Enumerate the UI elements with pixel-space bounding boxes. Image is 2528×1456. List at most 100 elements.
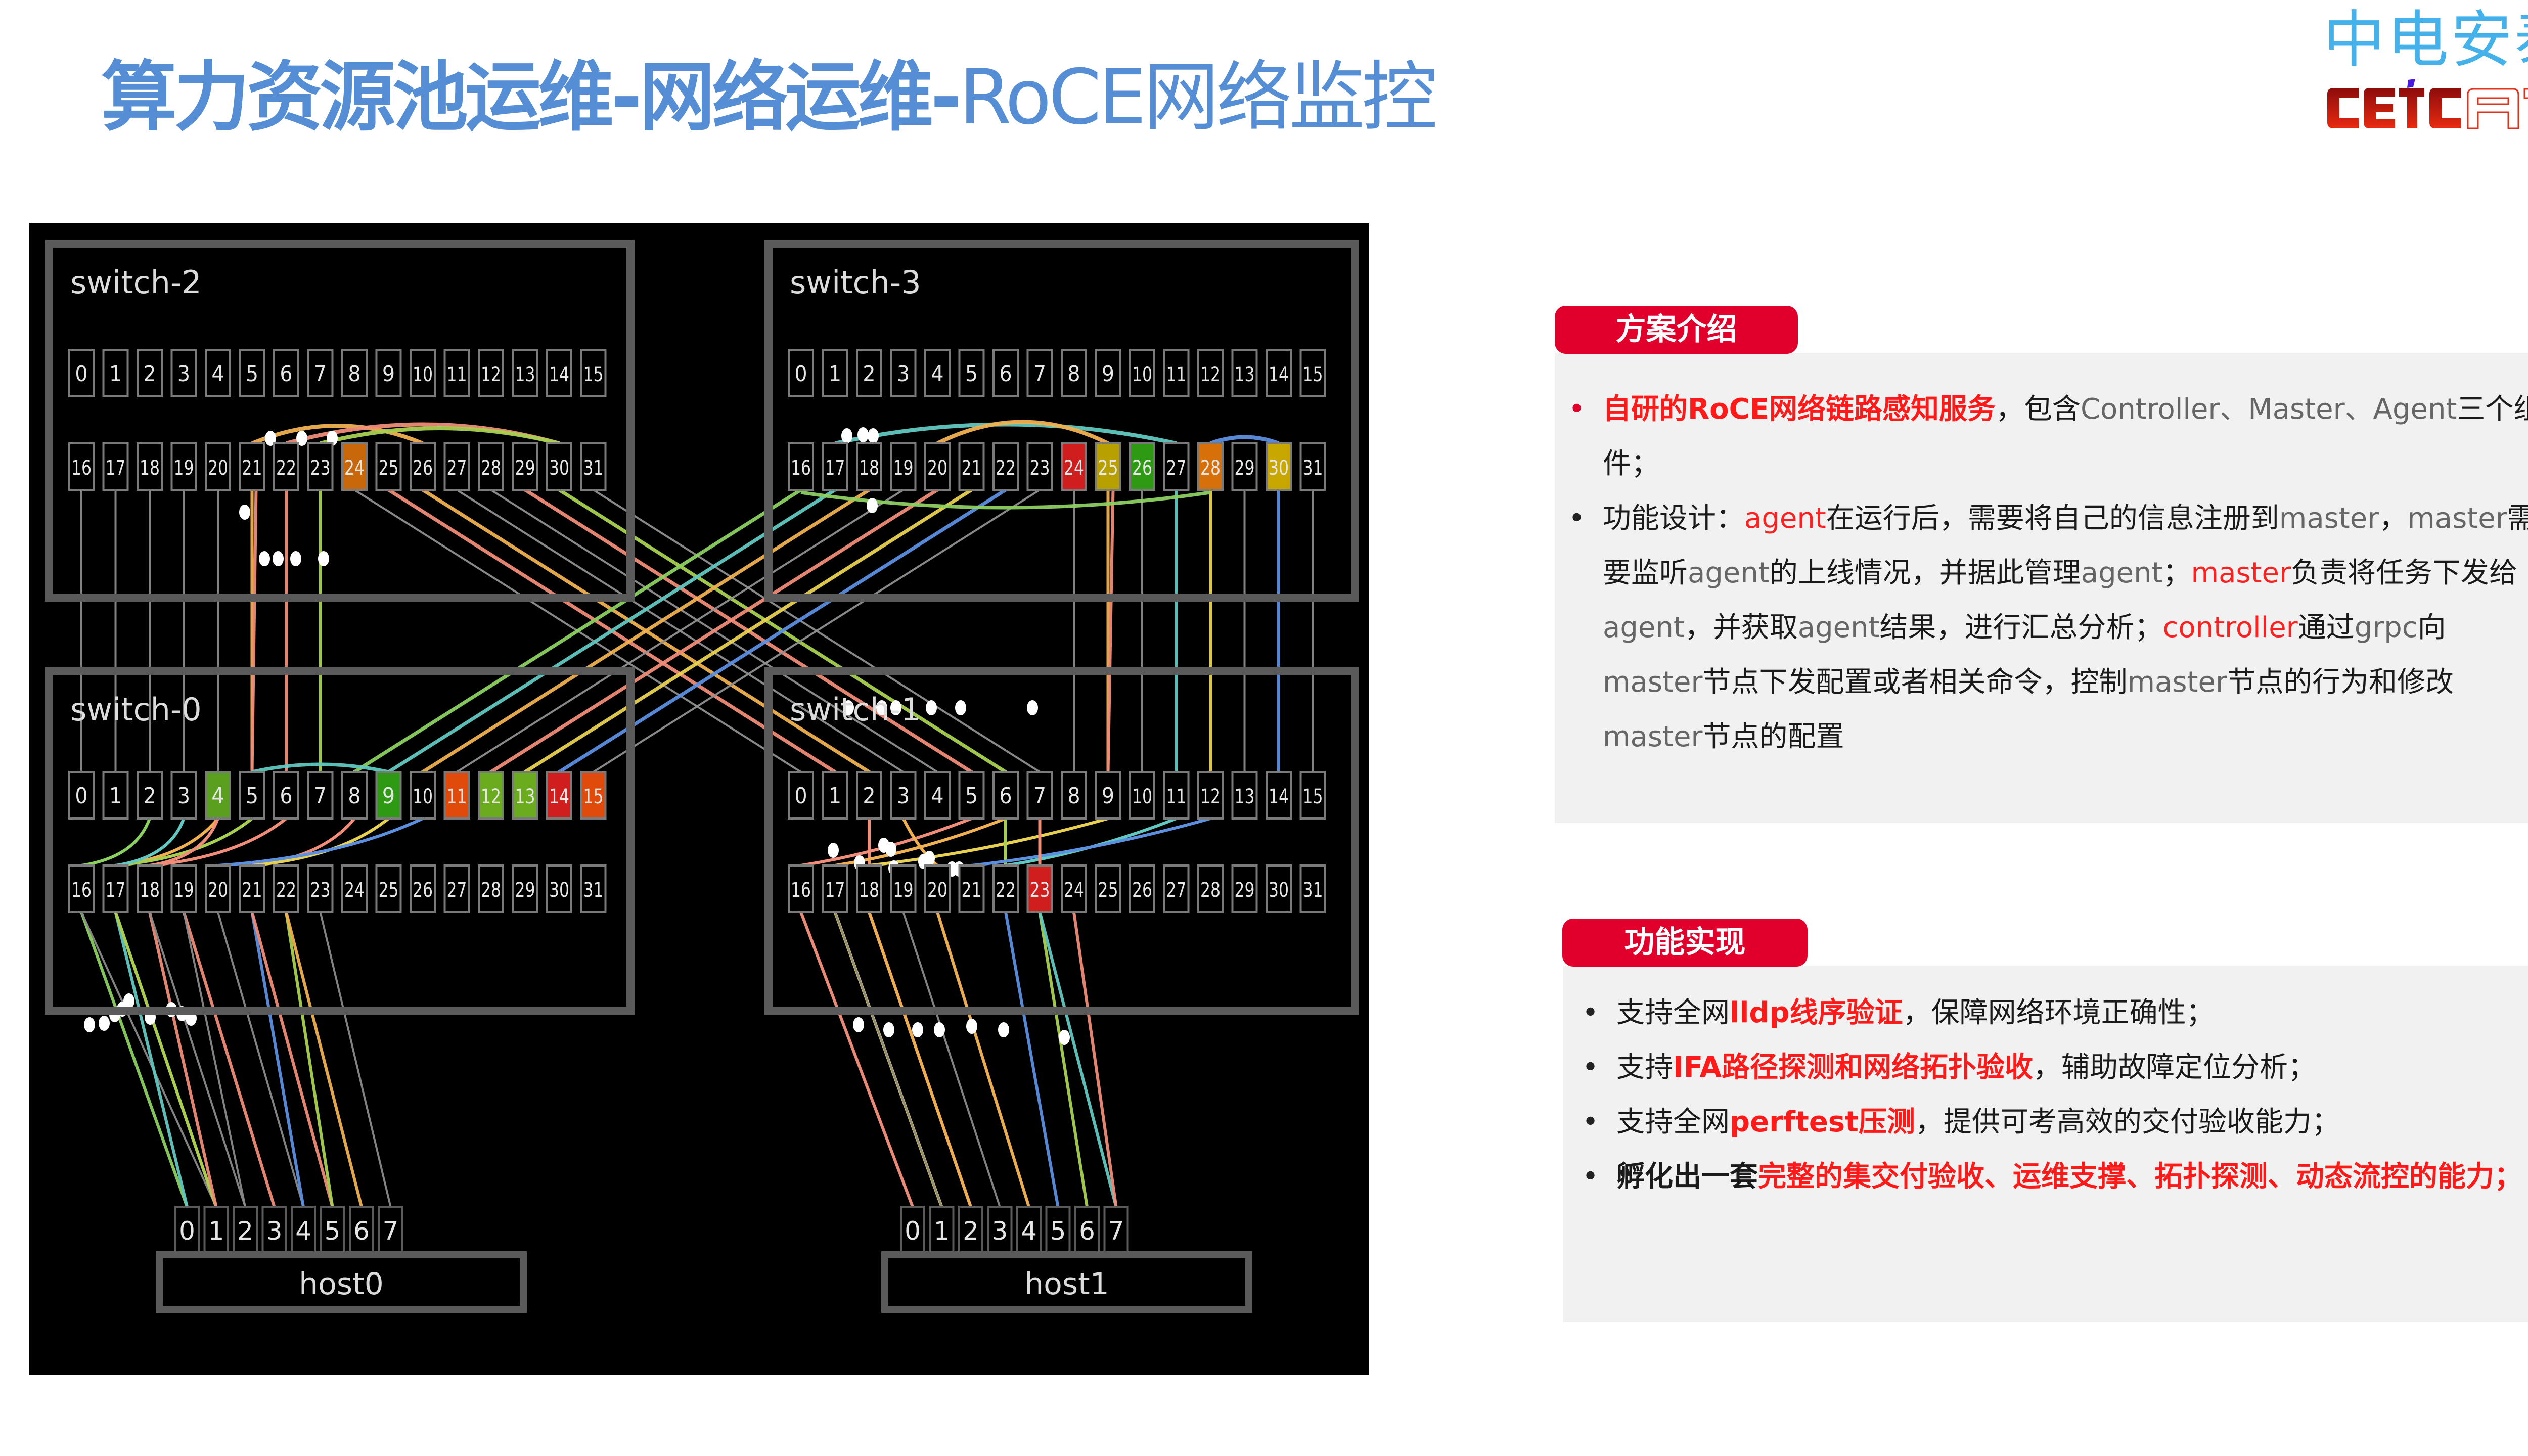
port-label: 27 [447, 879, 467, 902]
switch-port: 18 [137, 442, 163, 491]
port-label: 26 [1132, 457, 1152, 480]
port-box [341, 442, 368, 491]
switch-port: 29 [512, 864, 538, 913]
port-label: 8 [348, 361, 360, 387]
link-marker [885, 842, 896, 857]
host-link [1038, 911, 1118, 1208]
port-label: 9 [1102, 783, 1114, 809]
switch-port: 3 [890, 349, 917, 397]
switch-port: 4 [924, 349, 951, 397]
port-label: 27 [447, 457, 467, 480]
port-box [443, 771, 470, 820]
switch-port: 8 [1061, 771, 1087, 820]
switch-port: 21 [239, 864, 265, 913]
link-marker [926, 700, 937, 715]
port-box [307, 349, 334, 397]
port-box [375, 771, 402, 820]
port-label: 28 [1200, 879, 1221, 902]
port-box [890, 442, 917, 491]
port-box [68, 771, 95, 820]
link-marker [955, 700, 966, 715]
port-label: 2 [143, 361, 156, 387]
port-label: 5 [246, 361, 258, 387]
switch-frame [45, 240, 635, 602]
switch-port: 26 [1129, 442, 1155, 491]
link-marker [883, 1022, 894, 1037]
port-box [273, 864, 299, 913]
intro-segment: 三个组件； [1603, 393, 2528, 480]
port-label: 25 [1098, 879, 1118, 902]
link-marker [265, 431, 276, 446]
features-segment: 完整的集交付验收、运维支撑、拓扑探测、动态流控的能力； [1758, 1160, 2522, 1193]
host-link [1038, 911, 1089, 1208]
port-box [958, 864, 985, 913]
switch-port: 17 [102, 442, 129, 491]
features-badge: 功能实现 [1562, 919, 1808, 967]
port-label: 18 [140, 457, 160, 480]
port-label: 29 [515, 457, 535, 480]
switch-port: 30 [1266, 442, 1292, 491]
switch-port: 30 [546, 864, 572, 913]
switch-port: 13 [1231, 771, 1258, 820]
port-box [443, 442, 470, 491]
switch-port: 12 [1197, 349, 1224, 397]
port-box [205, 349, 231, 397]
port-box [512, 864, 538, 913]
switch-port: 3 [890, 771, 917, 820]
port-box [1061, 864, 1087, 913]
port-box [546, 864, 572, 913]
port-box [478, 771, 504, 820]
switch-port: 23 [307, 864, 334, 913]
port-box [239, 771, 265, 820]
switch-port: 31 [580, 442, 607, 491]
link [1106, 488, 1115, 774]
port-label: 3 [177, 361, 190, 387]
port-label: 17 [825, 879, 845, 902]
switch-port: 14 [546, 349, 572, 397]
port-label: 8 [348, 783, 360, 809]
switch-port: 22 [273, 864, 299, 913]
switch-port: 19 [890, 442, 917, 491]
host-port-label: 1 [208, 1216, 224, 1246]
switch-port: 25 [1095, 442, 1121, 491]
port-box [924, 864, 951, 913]
port-box [788, 771, 814, 820]
port-box [1266, 442, 1292, 491]
loop-link [1209, 435, 1280, 445]
switch-port: 31 [1299, 864, 1326, 913]
features-list: •支持全网lldp线序验证，保障网络环境正确性； •支持IFA路径探测和网络拓扑… [1582, 986, 2528, 1204]
port-label: 27 [1166, 879, 1187, 902]
switch-port: 9 [1095, 349, 1121, 397]
intro-segment: 负责将任务下发给 [2291, 557, 2518, 589]
port-label: 20 [208, 879, 228, 902]
port-label: 5 [965, 783, 978, 809]
features-segment: 支持全网 [1616, 996, 1730, 1029]
port-label: 23 [1030, 879, 1050, 902]
switch-port: 19 [890, 864, 917, 913]
port-label: 18 [859, 879, 879, 902]
port-box [341, 771, 368, 820]
port-box [239, 442, 265, 491]
intro-segment: 通过 [2297, 611, 2355, 644]
host-link [285, 911, 363, 1208]
switch-port: 0 [68, 349, 95, 397]
port-box [822, 442, 848, 491]
port-box [1095, 771, 1121, 820]
intro-badge: 方案介绍 [1555, 306, 1798, 354]
switch-port: 2 [856, 349, 882, 397]
switch-port: 30 [1266, 864, 1292, 913]
switch-port: 3 [170, 771, 197, 820]
host-port-label: 0 [905, 1216, 921, 1246]
intro-list: •自研的RoCE网络链路感知服务，包含Controller、Master、Age… [1568, 382, 2528, 764]
port-label: 6 [999, 361, 1012, 387]
port-box [1299, 349, 1326, 397]
port-label: 24 [1064, 879, 1084, 902]
port-label: 30 [549, 457, 569, 480]
port-label: 12 [1200, 363, 1221, 386]
host-port-label: 4 [1021, 1216, 1037, 1246]
feature-item-0: •支持全网lldp线序验证，保障网络环境正确性； [1582, 986, 2528, 1040]
host-port [900, 1206, 925, 1254]
port-label: 2 [143, 783, 156, 809]
port-box [788, 442, 814, 491]
link-marker [327, 431, 338, 446]
